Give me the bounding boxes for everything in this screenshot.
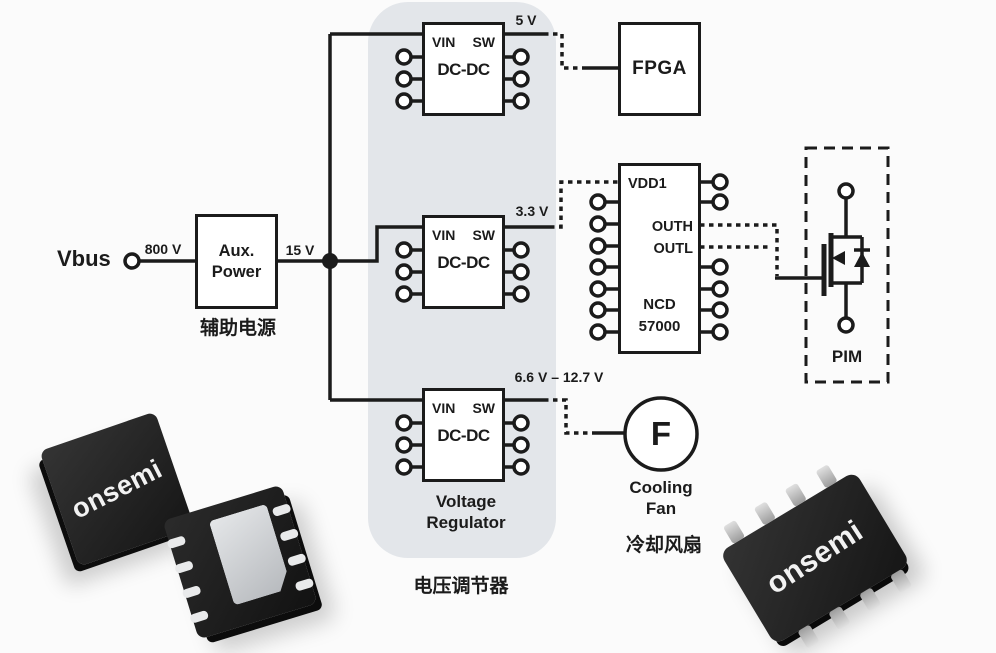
body-diode-triangle (854, 252, 870, 267)
rail-3v3-label: 3.3 V (515, 203, 549, 219)
dashed-outh (700, 223, 779, 276)
gate-driver-part-line2: 57000 (638, 318, 681, 335)
dfn-pin (189, 609, 210, 624)
aux-power-box: Aux. Power (195, 214, 278, 309)
dcdc3-name: DC-DC (437, 426, 490, 445)
gate-driver-part-number: NCD 57000 (621, 294, 698, 338)
dcdc-converter-1: VIN SW DC-DC (422, 22, 505, 116)
soic-package-photo: onsemi (712, 462, 913, 653)
fpga-label: FPGA (632, 58, 687, 79)
soic-lead (722, 519, 746, 545)
cooling-fan-caption: Cooling Fan (629, 477, 692, 519)
aux-power-name-line2: Power (211, 262, 262, 281)
soic-lead (784, 482, 807, 508)
gate-driver-outl-label: OUTL (653, 241, 693, 257)
dfn-exposed-pad (209, 504, 292, 606)
dcdc3-sw-label: SW (472, 400, 495, 416)
soic-lead (889, 568, 913, 594)
pim-label: PIM (831, 347, 863, 366)
pim-bottom-terminal (837, 316, 855, 334)
bus-junction-dot (322, 253, 338, 269)
onsemi-logo-qfn: onsemi (66, 453, 168, 525)
voltage-regulator-caption: Voltage Regulator (426, 491, 505, 533)
rail-fan-label: 6.6 V – 12.7 V (514, 369, 604, 385)
gate-driver-vdd1-label: VDD1 (628, 176, 667, 192)
soic-lead (828, 605, 851, 631)
dcdc1-name: DC-DC (437, 60, 490, 79)
mosfet-source-arrow (832, 251, 845, 265)
dcdc-converter-2: VIN SW DC-DC (422, 215, 505, 309)
dcdc-converter-3: VIN SW DC-DC (422, 388, 505, 482)
dcdc2-vin-label: VIN (432, 227, 456, 243)
aux-power-name-line1: Aux. (218, 241, 255, 260)
gate-driver-outh-label: OUTH (651, 219, 693, 235)
voltage-800v-label: 800 V (144, 241, 182, 257)
dashed-3v3-to-vdd1 (550, 180, 618, 229)
soic-lead (815, 464, 838, 489)
cooling-fan-caption-line1: Cooling (629, 478, 693, 497)
aux-power-caption-cn: 辅助电源 (199, 318, 277, 339)
soic-body: onsemi (719, 464, 913, 649)
gate-driver-part-line1: NCD (643, 296, 676, 313)
gate-driver-box: VDD1 OUTH OUTL NCD 57000 (618, 163, 701, 354)
onsemi-logo-soic: onsemi (760, 514, 870, 601)
dfn-pin (174, 560, 194, 575)
dfn-pin (279, 527, 300, 542)
dcdc1-vin-label: VIN (432, 34, 456, 50)
dfn-pin (181, 585, 202, 599)
dfn-pin (166, 535, 187, 550)
cooling-fan-caption-cn: 冷却风扇 (625, 535, 703, 556)
voltage-15v-label: 15 V (285, 242, 315, 258)
dcdc2-name: DC-DC (437, 253, 490, 272)
dcdc3-vin-label: VIN (432, 400, 456, 416)
fan-symbol: F (650, 415, 672, 452)
mosfet-symbol (821, 182, 870, 334)
dcdc2-sw-label: SW (472, 227, 495, 243)
dcdc1-sw-label: SW (472, 34, 495, 50)
cooling-fan-caption-line2: Fan (645, 499, 677, 518)
soic-lead (753, 501, 777, 526)
dfn-pin (271, 503, 292, 517)
fpga-box: FPGA (618, 22, 701, 116)
voltage-regulator-caption-cn: 电压调节器 (413, 576, 509, 597)
vbus-label: Vbus (57, 246, 111, 271)
rail-5v-label: 5 V (515, 12, 537, 28)
soic-lead (797, 624, 820, 649)
voltage-regulator-caption-line2: Regulator (426, 513, 506, 532)
soic-lead (859, 587, 882, 612)
pim-top-terminal (837, 182, 855, 200)
dfn-pin (286, 552, 307, 567)
vbus-terminal (123, 252, 141, 270)
dfn-pin (294, 577, 315, 592)
voltage-regulator-caption-line1: Voltage (435, 492, 497, 511)
